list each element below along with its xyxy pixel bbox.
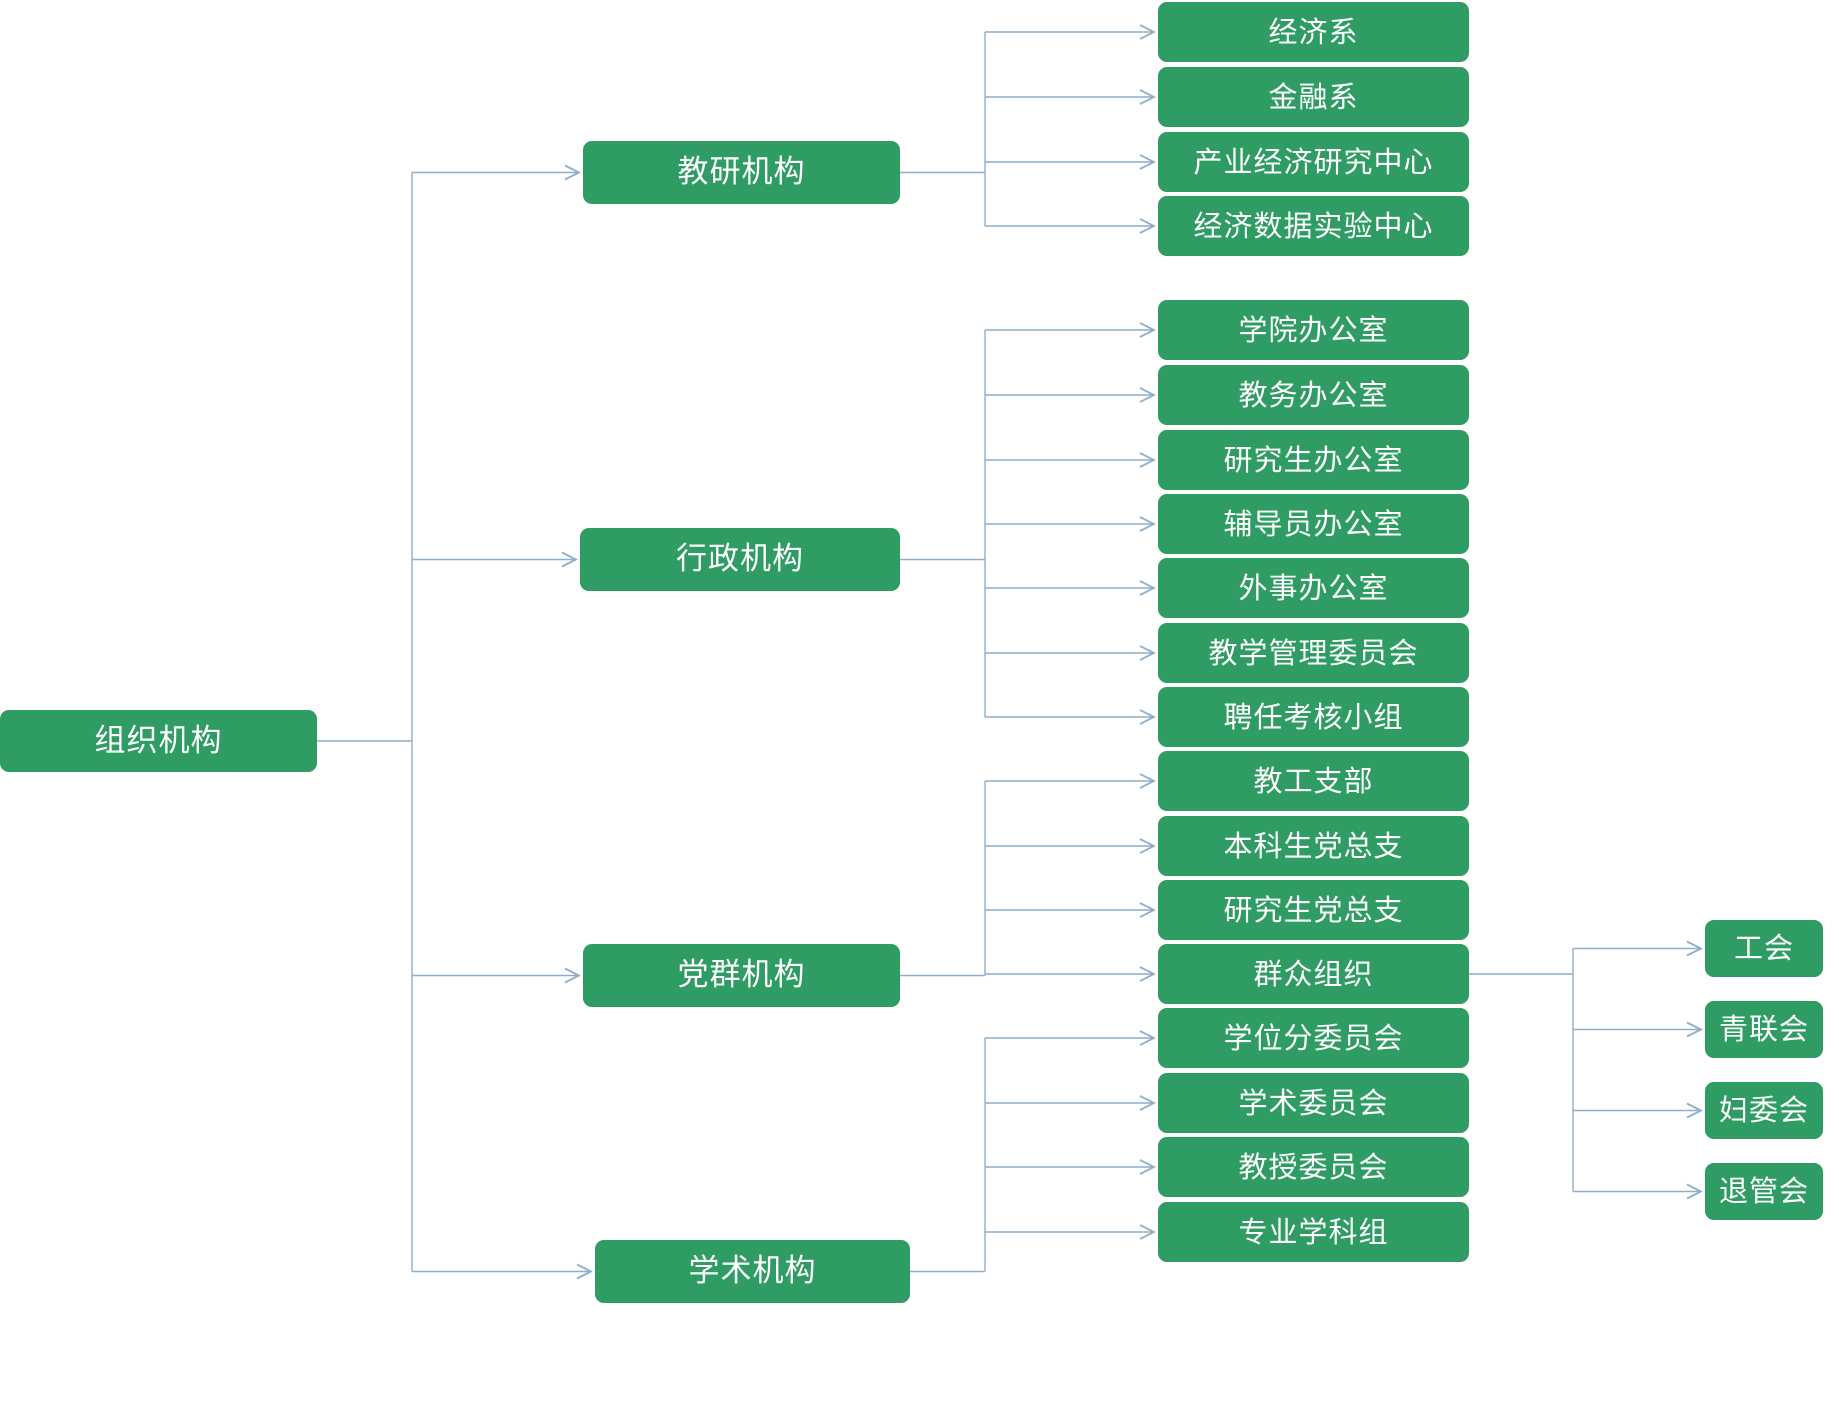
node-subleaf-m2-label: 青联会 <box>1718 1012 1809 1047</box>
node-leaf-n2-label: 金融系 <box>1268 79 1359 114</box>
node-leaf-n11[interactable]: 聘任考核小组 <box>1158 687 1469 747</box>
node-leaf-n15[interactable]: 群众组织 <box>1158 944 1469 1004</box>
node-root-root-label: 组织机构 <box>94 722 223 759</box>
node-branch-xueshu-label: 学术机构 <box>688 1253 817 1290</box>
node-leaf-n3[interactable]: 产业经济研究中心 <box>1158 132 1469 192</box>
node-leaf-n7-label: 研究生办公室 <box>1223 442 1404 477</box>
node-leaf-n14[interactable]: 研究生党总支 <box>1158 880 1469 940</box>
node-branch-xingzheng-label: 行政机构 <box>676 541 804 578</box>
node-leaf-n9-label: 外事办公室 <box>1238 570 1389 605</box>
node-leaf-n10-label: 教学管理委员会 <box>1208 635 1419 670</box>
node-leaf-n1[interactable]: 经济系 <box>1158 2 1469 62</box>
node-subleaf-m3-label: 妇委会 <box>1718 1093 1809 1128</box>
node-leaf-n6-label: 教务办公室 <box>1238 377 1389 412</box>
node-leaf-n14-label: 研究生党总支 <box>1223 892 1404 927</box>
node-branch-jiaoyan-label: 教研机构 <box>677 154 806 191</box>
node-branch-dangqun[interactable]: 党群机构 <box>583 944 900 1007</box>
node-leaf-n12[interactable]: 教工支部 <box>1158 751 1469 811</box>
node-subleaf-m3[interactable]: 妇委会 <box>1705 1082 1823 1139</box>
node-subleaf-m1-label: 工会 <box>1733 931 1794 966</box>
node-subleaf-m1[interactable]: 工会 <box>1705 920 1823 977</box>
node-subleaf-m4-label: 退管会 <box>1718 1174 1809 1209</box>
node-leaf-n1-label: 经济系 <box>1268 14 1359 49</box>
node-leaf-n19-label: 专业学科组 <box>1238 1214 1389 1249</box>
node-leaf-n4-label: 经济数据实验中心 <box>1193 208 1434 243</box>
node-leaf-n11-label: 聘任考核小组 <box>1223 699 1404 734</box>
node-leaf-n8-label: 辅导员办公室 <box>1223 506 1404 541</box>
node-subleaf-m2[interactable]: 青联会 <box>1705 1001 1823 1058</box>
node-leaf-n16-label: 学位分委员会 <box>1223 1020 1404 1055</box>
node-leaf-n4[interactable]: 经济数据实验中心 <box>1158 196 1469 256</box>
node-leaf-n15-label: 群众组织 <box>1253 956 1374 991</box>
node-leaf-n5-label: 学院办公室 <box>1238 312 1389 347</box>
node-leaf-n6[interactable]: 教务办公室 <box>1158 365 1469 425</box>
node-leaf-n7[interactable]: 研究生办公室 <box>1158 430 1469 490</box>
node-root-root[interactable]: 组织机构 <box>0 710 317 772</box>
node-branch-jiaoyan[interactable]: 教研机构 <box>583 141 900 204</box>
node-branch-dangqun-label: 党群机构 <box>677 957 806 994</box>
node-leaf-n13-label: 本科生党总支 <box>1223 828 1404 863</box>
node-leaf-n12-label: 教工支部 <box>1253 763 1374 798</box>
node-branch-xingzheng[interactable]: 行政机构 <box>580 528 900 591</box>
node-leaf-n17[interactable]: 学术委员会 <box>1158 1073 1469 1133</box>
node-leaf-n10[interactable]: 教学管理委员会 <box>1158 623 1469 683</box>
node-leaf-n17-label: 学术委员会 <box>1238 1085 1389 1120</box>
node-leaf-n19[interactable]: 专业学科组 <box>1158 1202 1469 1262</box>
node-leaf-n3-label: 产业经济研究中心 <box>1193 144 1434 179</box>
node-leaf-n16[interactable]: 学位分委员会 <box>1158 1008 1469 1068</box>
node-leaf-n2[interactable]: 金融系 <box>1158 67 1469 127</box>
node-leaf-n13[interactable]: 本科生党总支 <box>1158 816 1469 876</box>
node-subleaf-m4[interactable]: 退管会 <box>1705 1163 1823 1220</box>
node-leaf-n18[interactable]: 教授委员会 <box>1158 1137 1469 1197</box>
node-leaf-n18-label: 教授委员会 <box>1238 1149 1389 1184</box>
node-branch-xueshu[interactable]: 学术机构 <box>595 1240 910 1303</box>
node-leaf-n9[interactable]: 外事办公室 <box>1158 558 1469 618</box>
node-leaf-n5[interactable]: 学院办公室 <box>1158 300 1469 360</box>
node-leaf-n8[interactable]: 辅导员办公室 <box>1158 494 1469 554</box>
